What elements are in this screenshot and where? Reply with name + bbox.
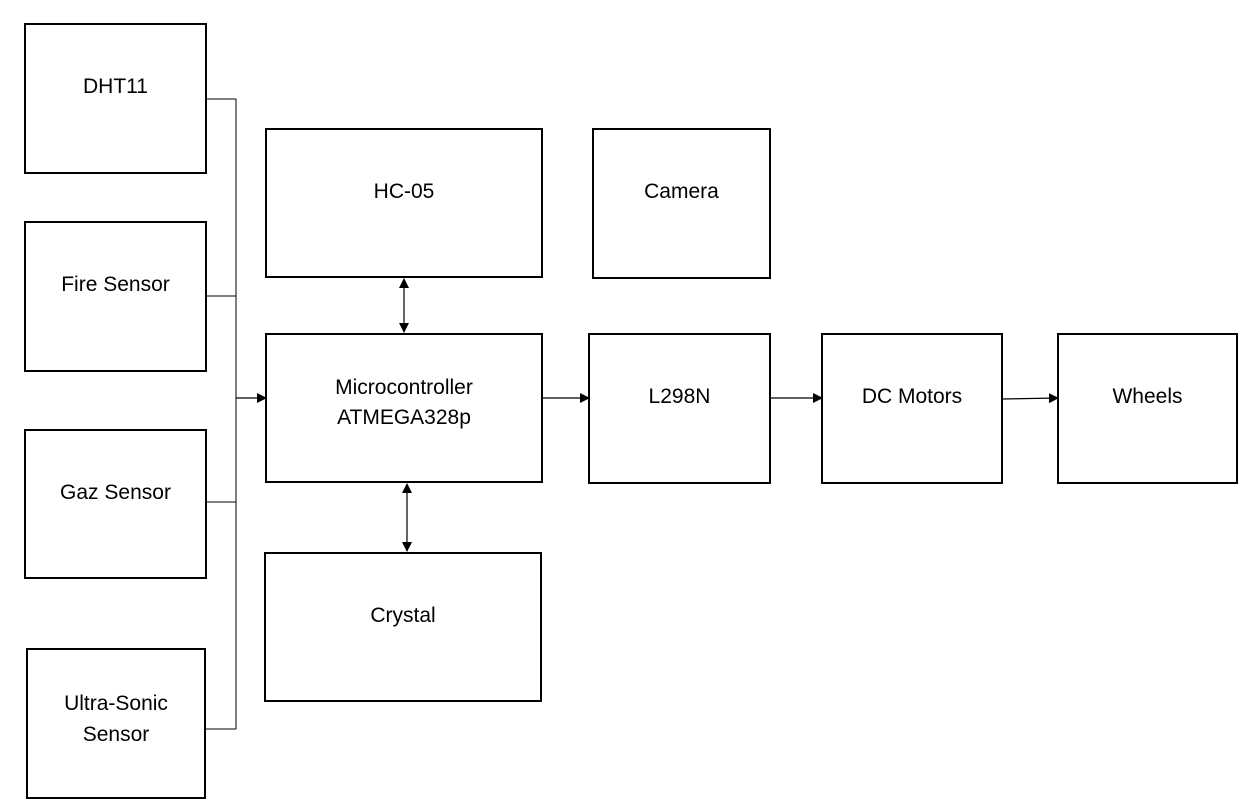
microcontroller-label: Microcontroller ATMEGA328p xyxy=(335,375,473,429)
crystal-block: Crystal xyxy=(264,552,542,702)
gaz-sensor-label: Gaz Sensor xyxy=(60,480,171,504)
l298n-block: L298N xyxy=(588,333,771,484)
dht11-label: DHT11 xyxy=(83,75,148,99)
crystal-label: Crystal xyxy=(370,603,436,627)
dc-motors-label: DC Motors xyxy=(861,385,963,409)
dcmotors-wheels-arrow xyxy=(1001,393,1059,404)
hc05-label: HC-05 xyxy=(373,179,435,203)
microcontroller-block: Microcontroller ATMEGA328p xyxy=(265,333,543,483)
gaz-sensor-block: Gaz Sensor xyxy=(24,429,207,579)
camera-block: Camera xyxy=(592,128,771,279)
hc05-block: HC-05 xyxy=(265,128,543,278)
ultrasonic-sensor-label: Ultra-Sonic Sensor xyxy=(64,692,168,746)
dc-motors-block: DC Motors xyxy=(821,333,1003,484)
camera-label: Camera xyxy=(644,180,719,204)
fire-sensor-label: Fire Sensor xyxy=(61,273,170,297)
dht11-block: DHT11 xyxy=(24,23,207,174)
ultrasonic-sensor-block: Ultra-Sonic Sensor xyxy=(26,648,206,799)
l298n-label: L298N xyxy=(648,385,711,409)
wheels-label: Wheels xyxy=(1112,385,1183,409)
fire-sensor-block: Fire Sensor xyxy=(24,221,207,372)
wheels-block: Wheels xyxy=(1057,333,1238,484)
